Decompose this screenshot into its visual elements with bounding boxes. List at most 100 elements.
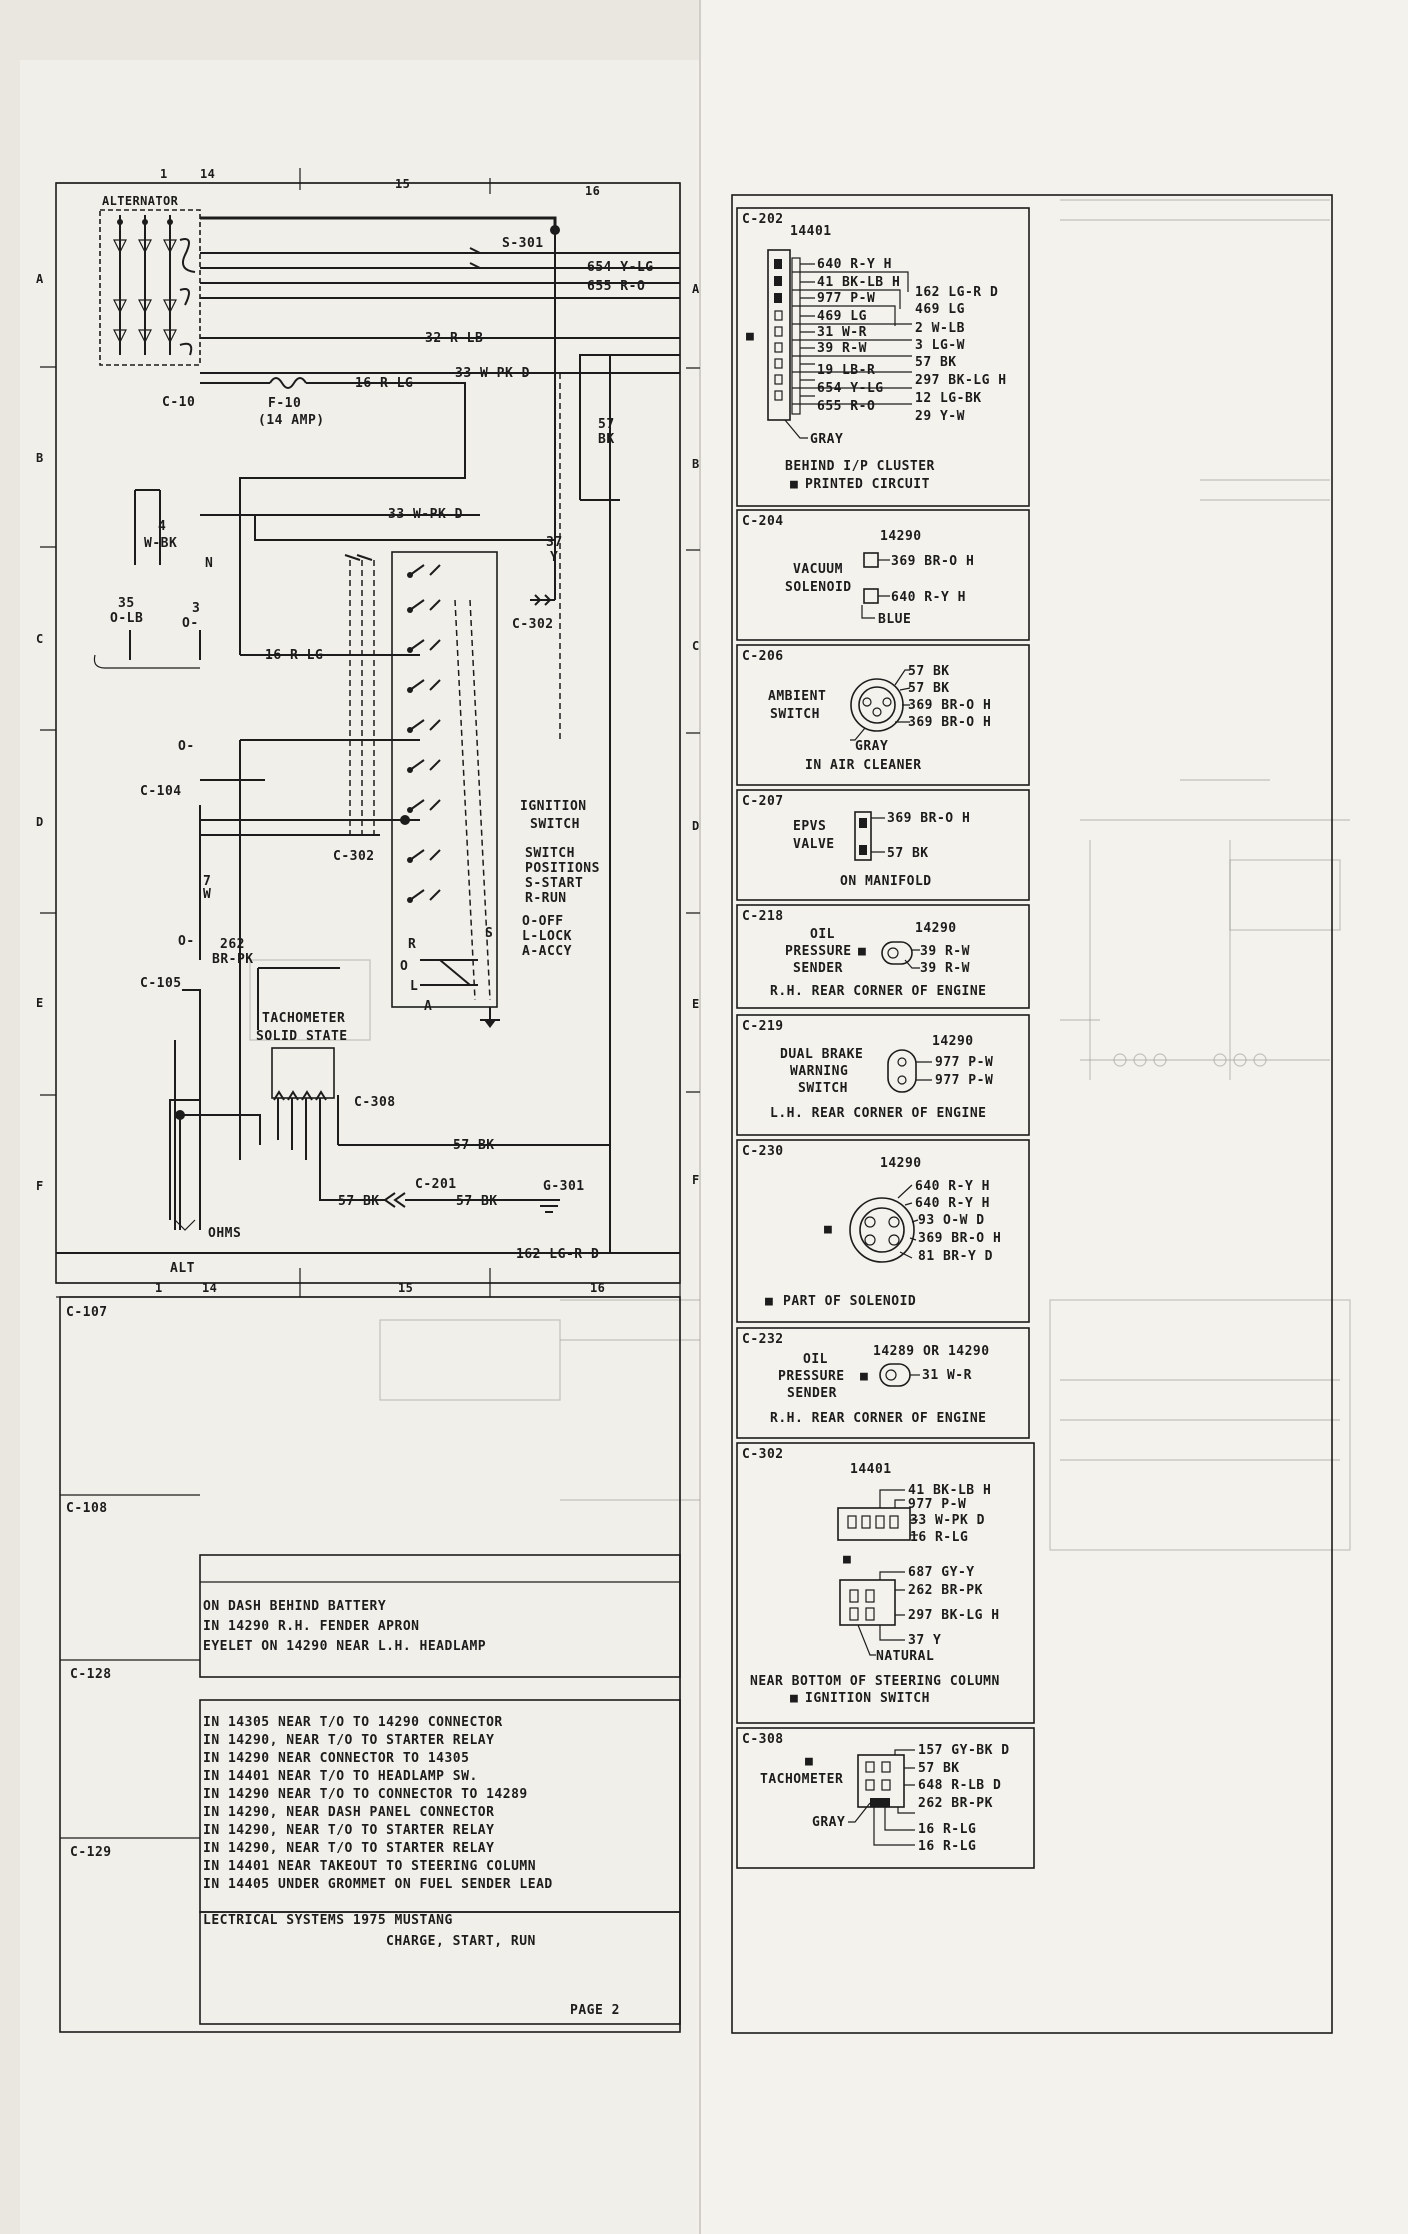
- svg-text:OIL: OIL: [803, 1352, 828, 1367]
- svg-text:14290: 14290: [932, 1034, 974, 1049]
- svg-text:162 LG-R D: 162 LG-R D: [915, 285, 998, 300]
- svg-text:655 R-O: 655 R-O: [817, 399, 875, 414]
- svg-text:C-308: C-308: [742, 1732, 784, 1747]
- svg-text:O-: O-: [182, 616, 199, 631]
- svg-text:■: ■: [790, 477, 798, 492]
- svg-text:369 BR-O H: 369 BR-O H: [918, 1231, 1001, 1246]
- svg-text:C-219: C-219: [742, 1019, 784, 1034]
- svg-text:SWITCH: SWITCH: [798, 1081, 848, 1096]
- svg-text:L.H. REAR CORNER OF ENGINE: L.H. REAR CORNER OF ENGINE: [770, 1106, 987, 1121]
- svg-text:IN 14290, NEAR T/O TO STARTER: IN 14290, NEAR T/O TO STARTER RELAY: [203, 1733, 494, 1748]
- svg-text:640 R-Y H: 640 R-Y H: [817, 257, 892, 272]
- svg-text:39 R-W: 39 R-W: [920, 944, 970, 959]
- svg-text:262 BR-PK: 262 BR-PK: [908, 1583, 983, 1598]
- svg-text:C-232: C-232: [742, 1332, 784, 1347]
- svg-text:16 R-LG: 16 R-LG: [355, 376, 413, 391]
- svg-text:O-OFF: O-OFF: [522, 914, 564, 929]
- svg-text:C-105: C-105: [140, 976, 182, 991]
- svg-text:C-302: C-302: [742, 1447, 784, 1462]
- svg-text:F-10: F-10: [268, 396, 301, 411]
- svg-text:■: ■: [790, 1691, 798, 1706]
- svg-text:IGNITION SWITCH: IGNITION SWITCH: [805, 1691, 930, 1706]
- alternator-label: ALTERNATOR: [102, 194, 179, 208]
- svg-text:37: 37: [546, 535, 563, 550]
- svg-text:S-START: S-START: [525, 876, 583, 891]
- svg-text:O-: O-: [178, 934, 195, 949]
- svg-text:GRAY: GRAY: [810, 432, 843, 447]
- svg-text:14290: 14290: [880, 529, 922, 544]
- svg-text:81 BR-Y D: 81 BR-Y D: [918, 1249, 993, 1264]
- svg-text:3 LG-W: 3 LG-W: [915, 338, 965, 353]
- svg-text:TACHOMETER: TACHOMETER: [262, 1011, 345, 1026]
- svg-text:O: O: [400, 959, 408, 974]
- svg-text:41 BK-LB H: 41 BK-LB H: [817, 275, 900, 290]
- svg-text:CHARGE, START, RUN: CHARGE, START, RUN: [386, 1934, 536, 1949]
- svg-text:93 O-W D: 93 O-W D: [918, 1213, 985, 1228]
- svg-text:C-308: C-308: [354, 1095, 396, 1110]
- svg-text:C: C: [692, 639, 700, 653]
- svg-text:IGNITION: IGNITION: [520, 799, 587, 814]
- svg-text:162 LG-R D: 162 LG-R D: [516, 1247, 599, 1262]
- connector-c232: C-232 OIL PRESSURE SENDER 14289 OR 14290…: [736, 1327, 1030, 1439]
- lower-left-table: C-107 C-108 C-128 C-129 ON DASH BEHIND B…: [59, 1296, 681, 2033]
- svg-text:31 W-R: 31 W-R: [817, 325, 867, 340]
- svg-text:C-302: C-302: [333, 849, 375, 864]
- svg-text:OHMS: OHMS: [208, 1226, 241, 1241]
- svg-text:DUAL BRAKE: DUAL BRAKE: [780, 1047, 863, 1062]
- svg-text:LECTRICAL SYSTEMS 1975 MUSTANG: LECTRICAL SYSTEMS 1975 MUSTANG: [203, 1913, 453, 1928]
- svg-text:IN 14401 NEAR T/O TO HEADLAMP: IN 14401 NEAR T/O TO HEADLAMP SW.: [203, 1769, 478, 1784]
- svg-text:(14 AMP): (14 AMP): [258, 413, 325, 428]
- svg-text:297 BK-LG H: 297 BK-LG H: [908, 1608, 1000, 1623]
- svg-text:R.H. REAR CORNER OF ENGINE: R.H. REAR CORNER OF ENGINE: [770, 1411, 987, 1426]
- svg-text:■: ■: [843, 1552, 851, 1567]
- svg-text:654 Y-LG: 654 Y-LG: [587, 260, 654, 275]
- svg-text:NATURAL: NATURAL: [876, 1649, 934, 1664]
- svg-text:4: 4: [158, 519, 166, 534]
- svg-text:G-301: G-301: [543, 1179, 585, 1194]
- svg-text:EYELET ON 14290 NEAR L.H. HEAD: EYELET ON 14290 NEAR L.H. HEADLAMP: [203, 1639, 486, 1654]
- svg-text:12 LG-BK: 12 LG-BK: [915, 391, 982, 406]
- svg-text:IN 14290, NEAR T/O TO STARTER: IN 14290, NEAR T/O TO STARTER RELAY: [203, 1841, 494, 1856]
- svg-text:A-ACCY: A-ACCY: [522, 944, 572, 959]
- svg-text:33 W-PK D: 33 W-PK D: [910, 1513, 985, 1528]
- svg-text:977 P-W: 977 P-W: [817, 291, 875, 306]
- svg-text:■: ■: [860, 1369, 868, 1384]
- svg-text:57 BK: 57 BK: [456, 1194, 498, 1209]
- svg-text:EPVS: EPVS: [793, 819, 826, 834]
- svg-text:SENDER: SENDER: [793, 961, 843, 976]
- svg-text:369 BR-O H: 369 BR-O H: [908, 698, 991, 713]
- svg-text:14290: 14290: [915, 921, 957, 936]
- svg-text:19 LB-R: 19 LB-R: [817, 363, 875, 378]
- svg-text:SOLID STATE: SOLID STATE: [256, 1029, 348, 1044]
- svg-text:C-207: C-207: [742, 794, 784, 809]
- svg-text:31 W-R: 31 W-R: [922, 1368, 972, 1383]
- svg-text:16: 16: [590, 1281, 605, 1295]
- svg-text:ALT: ALT: [170, 1261, 195, 1276]
- svg-text:PAGE 2: PAGE 2: [570, 2003, 620, 2018]
- svg-text:687 GY-Y: 687 GY-Y: [908, 1565, 975, 1580]
- svg-text:14: 14: [202, 1281, 217, 1295]
- bleed-through-ghost: [249, 199, 1351, 1551]
- svg-text:WARNING: WARNING: [790, 1064, 848, 1079]
- left-page: [20, 60, 720, 2234]
- row-letters-mid: A B C D E F: [692, 282, 700, 1187]
- svg-text:BLUE: BLUE: [878, 612, 911, 627]
- svg-text:39 R-W: 39 R-W: [817, 341, 867, 356]
- connector-panel: [731, 194, 1333, 2034]
- svg-text:977 P-W: 977 P-W: [935, 1055, 993, 1070]
- svg-text:57 BK: 57 BK: [887, 846, 929, 861]
- connector-c218: C-218 14290 OIL PRESSURE ■ SENDER 39 R-W…: [736, 904, 1030, 1009]
- svg-text:GRAY: GRAY: [812, 1815, 845, 1830]
- svg-text:41 BK-LB H: 41 BK-LB H: [908, 1483, 991, 1498]
- col-15: 15: [395, 177, 410, 191]
- col-14: 14: [200, 167, 215, 181]
- svg-text:■: ■: [805, 1754, 813, 1769]
- svg-text:W-BK: W-BK: [144, 536, 177, 551]
- svg-text:C-230: C-230: [742, 1144, 784, 1159]
- svg-text:977 P-W: 977 P-W: [935, 1073, 993, 1088]
- svg-text:IN 14305 NEAR T/O TO 14290 CON: IN 14305 NEAR T/O TO 14290 CONNECTOR: [203, 1715, 503, 1730]
- svg-text:IN 14290 R.H. FENDER APRON: IN 14290 R.H. FENDER APRON: [203, 1619, 420, 1634]
- svg-text:ON MANIFOLD: ON MANIFOLD: [840, 874, 932, 889]
- svg-text:35: 35: [118, 596, 135, 611]
